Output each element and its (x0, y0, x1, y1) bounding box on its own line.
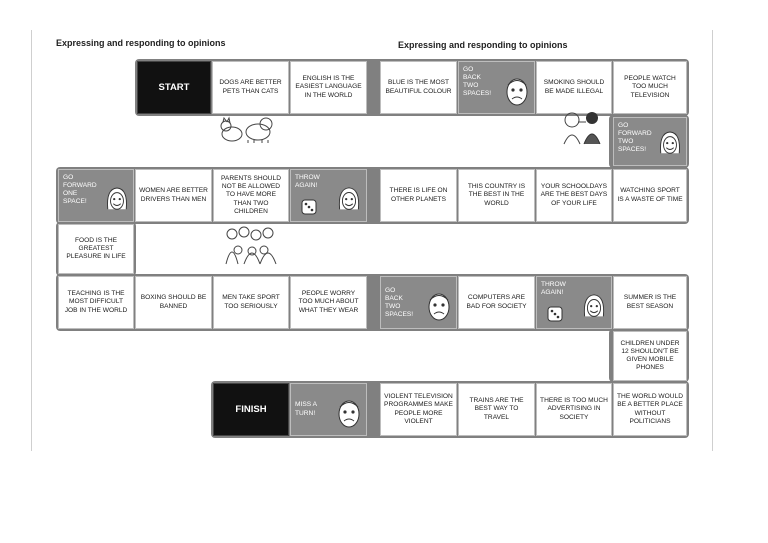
space-miss-a-turn[interactable]: MISS A TURN! (290, 383, 367, 436)
space-advertising[interactable]: THERE IS TOO MUCH ADVERTISING IN SOCIETY (536, 383, 612, 436)
page-title-right: Expressing and responding to opinions (398, 40, 568, 50)
space-teaching[interactable]: TEACHING IS THE MOST DIFFICULT JOB IN TH… (58, 276, 134, 329)
space-children[interactable]: CHILDREN UNDER 12 SHOULDN'T BE GIVEN MOB… (613, 331, 687, 381)
dice-icon (301, 199, 317, 215)
space-go-forward-1[interactable]: GO FORWARD ONE SPACE! (58, 169, 134, 222)
space-country[interactable]: THIS COUNTRY IS THE BEST IN THE WORLD (458, 169, 535, 222)
cat-and-dog-illustration (220, 116, 273, 143)
space-go-back-2[interactable]: GO BACK TWO SPACES! (380, 276, 457, 329)
space-worry[interactable]: PEOPLE WORRY TOO MUCH ABOUT WHAT THEY WE… (290, 276, 367, 329)
family-illustration (225, 226, 277, 265)
page-title-left: Expressing and responding to opinions (56, 38, 226, 48)
space-school[interactable]: YOUR SCHOOLDAYS ARE THE BEST DAYS OF YOU… (536, 169, 612, 222)
space-go-back-1[interactable]: GO BACK TWO SPACES! (458, 61, 535, 114)
page-edge-right (712, 30, 713, 451)
smiling-woman-icon (583, 294, 605, 317)
finish-space[interactable]: FINISH (213, 383, 289, 436)
space-blue[interactable]: BLUE IS THE MOST BEAUTIFUL COLOUR (380, 61, 457, 114)
worried-face-icon (338, 400, 360, 428)
space-summer[interactable]: SUMMER IS THE BEST SEASON (613, 276, 687, 329)
smoking-people-illustration (563, 112, 601, 145)
space-throw-again-2[interactable]: THROW AGAIN! (536, 276, 612, 329)
space-violent[interactable]: VIOLENT TELEVISION PROGRAMMES MAKE PEOPL… (380, 383, 457, 436)
space-food[interactable]: FOOD IS THE GREATEST PLEASURE IN LIFE (58, 224, 134, 274)
space-parents[interactable]: PARENTS SHOULD NOT BE ALLOWED TO HAVE MO… (213, 169, 289, 222)
space-sport[interactable]: WATCHING SPORT IS A WASTE OF TIME (613, 169, 687, 222)
space-computers[interactable]: COMPUTERS ARE BAD FOR SOCIETY (458, 276, 535, 329)
space-men[interactable]: MEN TAKE SPORT TOO SERIOUSLY (213, 276, 289, 329)
space-throw-again-1[interactable]: THROW AGAIN! (290, 169, 367, 222)
start-space[interactable]: START (137, 61, 211, 114)
smiling-woman-icon (338, 187, 360, 210)
smiling-woman-icon (660, 131, 680, 154)
space-better[interactable]: THE WORLD WOULD BE A BETTER PLACE WITHOU… (613, 383, 687, 436)
space-trains[interactable]: TRAINS ARE THE BEST WAY TO TRAVEL (458, 383, 535, 436)
space-women[interactable]: WOMEN ARE BETTER DRIVERS THAN MEN (135, 169, 212, 222)
space-tv[interactable]: PEOPLE WATCH TOO MUCH TELEVISION (613, 61, 687, 114)
dice-icon (547, 306, 563, 322)
space-smoking[interactable]: SMOKING SHOULD BE MADE ILLEGAL (536, 61, 612, 114)
space-go-forward-2[interactable]: GO FORWARD TWO SPACES! (613, 117, 687, 166)
worried-face-icon (506, 78, 528, 106)
page-edge-left (31, 30, 32, 451)
space-life[interactable]: THERE IS LIFE ON OTHER PLANETS (380, 169, 457, 222)
smiling-woman-icon (107, 187, 127, 210)
space-english[interactable]: ENGLISH IS THE EASIEST LANGUAGE IN THE W… (290, 61, 367, 114)
space-dogs[interactable]: DOGS ARE BETTER PETS THAN CATS (212, 61, 289, 114)
worried-face-icon (428, 293, 450, 321)
space-boxing[interactable]: BOXING SHOULD BE BANNED (135, 276, 212, 329)
